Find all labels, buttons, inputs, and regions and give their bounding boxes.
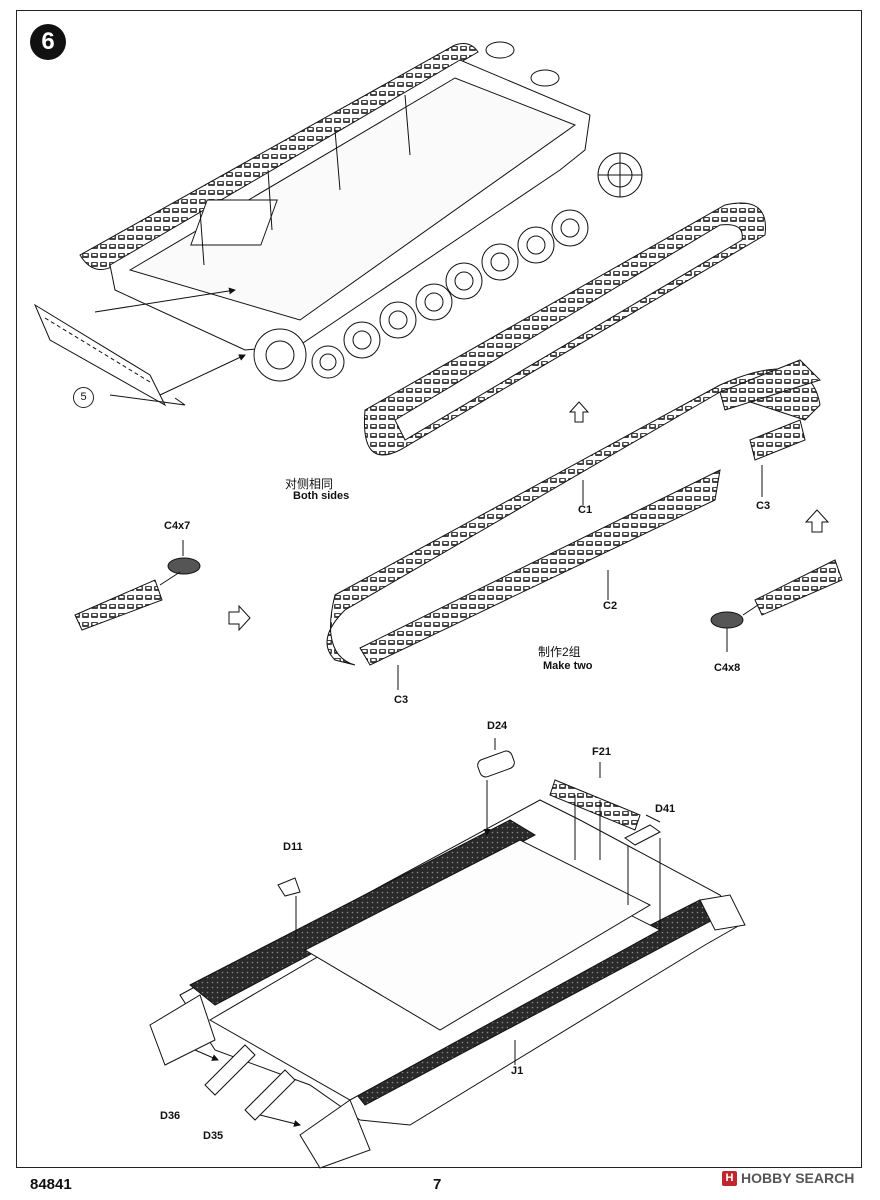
part-label-c2: C2 [603,600,618,612]
part-label-c1: C1 [578,504,593,516]
make-two-label-cn: 制作2组 [538,645,581,659]
reference-step-5: 5 [73,387,94,408]
page-border [16,10,862,1168]
part-label-d11: D11 [283,841,303,853]
track-link-c4x7 [74,540,201,631]
part-label-d24: D24 [487,720,508,732]
watermark: H HOBBY SEARCH [722,1170,854,1186]
both-sides-label-en: Both sides [293,490,350,502]
hull-lower-assembly [79,41,766,456]
track-link-c4x8 [710,559,843,652]
part-label-d35: D35 [203,1130,224,1142]
watermark-logo-icon: H [722,1170,737,1186]
watermark-text: HOBBY SEARCH [741,1170,855,1186]
front-plate-part [33,303,186,407]
both-sides-label-cn: 对侧相同 [285,477,334,491]
kit-number: 84841 [30,1176,72,1193]
part-label-c3-top: C3 [756,500,771,512]
hull-floor-assembly [149,738,746,1169]
part-label-d36: D36 [160,1110,181,1122]
step-number-badge: 6 [30,24,66,60]
part-label-j1: J1 [511,1065,524,1077]
make-two-label-en: Make two [543,660,593,672]
page-number: 7 [433,1176,442,1193]
part-label-d41: D41 [655,803,676,815]
part-label-c4x8: C4x8 [714,662,741,674]
track-run-assembly [326,359,821,666]
part-label-c3-bottom: C3 [394,694,409,706]
part-label-f21: F21 [592,746,611,758]
part-label-c4x7: C4x7 [164,520,191,532]
